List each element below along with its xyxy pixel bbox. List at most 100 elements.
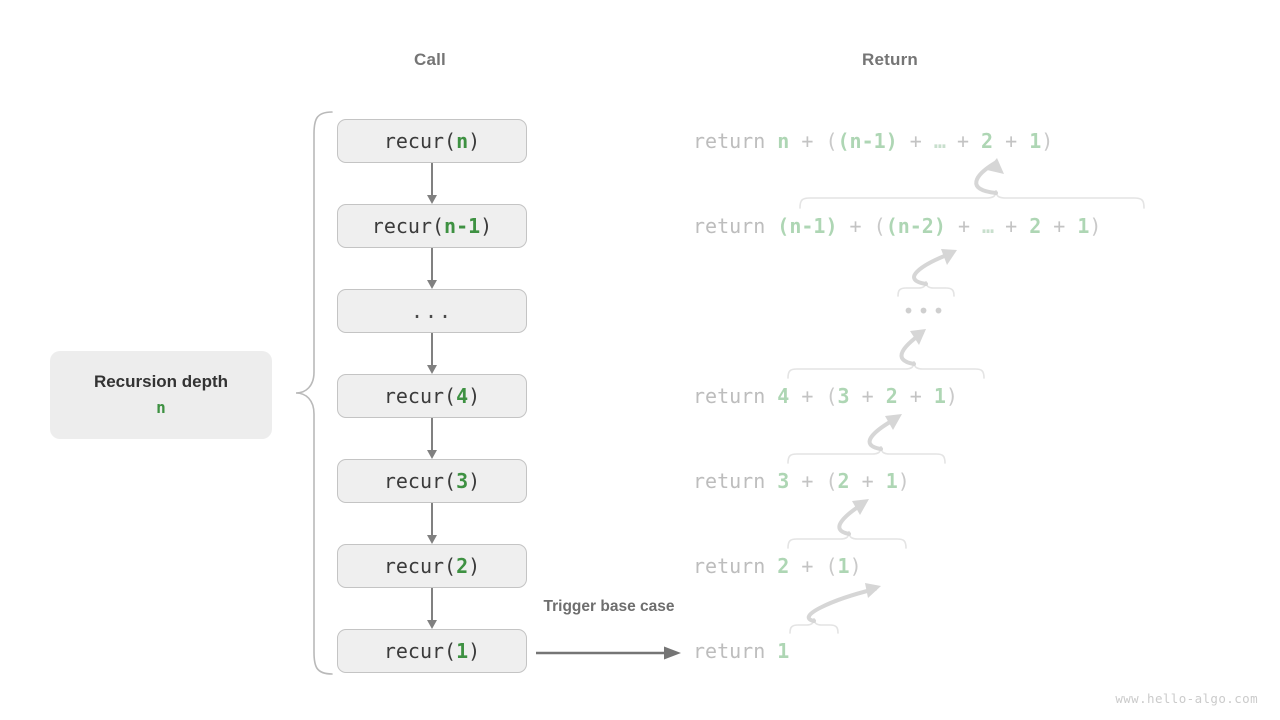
return-token-op: + <box>897 129 934 153</box>
return-token-op: + <box>993 129 1030 153</box>
column-header-return: Return <box>862 50 918 69</box>
return-token-op: + <box>944 129 982 153</box>
return-token-op: + <box>789 384 826 408</box>
return-token-val: 2 <box>981 129 994 153</box>
return-token-kw: return <box>693 214 778 238</box>
return-token-val: 3 <box>777 469 790 493</box>
call-arg: 4 <box>456 384 469 408</box>
arrow-head-icon <box>426 620 437 629</box>
unwind-group-n1 <box>799 158 1145 209</box>
return-token-par: ( <box>825 129 838 153</box>
return-token-op: + <box>945 214 983 238</box>
return-ellipsis: ••• <box>902 299 948 323</box>
call-arg: n-1 <box>444 214 481 238</box>
call-arg: 3 <box>456 469 469 493</box>
return-token-val: 4 <box>777 384 790 408</box>
trigger-base-case-label: Trigger base case <box>543 598 675 615</box>
arrow-shaft <box>430 333 434 366</box>
recursion-depth-value: n <box>156 398 166 418</box>
return-token-op: + <box>993 214 1030 238</box>
arrow-shaft <box>430 418 434 451</box>
watermark: www.hello-algo.com <box>1115 691 1258 706</box>
return-token-par: ) <box>897 469 910 493</box>
call-paren-close: ) <box>468 384 481 408</box>
return-token-val: 1 <box>837 554 850 578</box>
call-box-recur-n: recur(n) <box>337 119 527 163</box>
return-token-kw: return <box>693 554 778 578</box>
return-token-par: ) <box>945 384 958 408</box>
return-token-val: 1 <box>885 469 898 493</box>
call-paren-close: ) <box>468 554 481 578</box>
return-line-return-4: return 4 + (3 + 2 + 1) <box>693 386 958 406</box>
call-fn-name: recur( <box>383 469 457 493</box>
call-arg: 1 <box>456 639 469 663</box>
call-fn-name: recur( <box>383 554 457 578</box>
call-arrow-0 <box>426 163 437 204</box>
call-box-ellipsis-text: ... <box>410 299 454 323</box>
unwind-group-ellipsis <box>897 249 957 297</box>
arrow-head-icon <box>426 365 437 374</box>
column-header-call: Call <box>414 50 446 69</box>
call-arrow-2 <box>426 333 437 374</box>
arrow-head-icon <box>426 535 437 544</box>
return-token-op: + <box>789 469 826 493</box>
return-token-op: + <box>897 384 934 408</box>
return-line-return-3: return 3 + (2 + 1) <box>693 471 910 491</box>
return-token-kw: return <box>693 469 778 493</box>
return-token-val: (n-1) <box>777 214 838 238</box>
return-token-op: + <box>837 214 874 238</box>
return-token-val: 2 <box>777 554 790 578</box>
return-token-par: ( <box>873 214 886 238</box>
return-token-op: + <box>1041 214 1078 238</box>
return-token-val: 1 <box>1029 129 1042 153</box>
return-token-val: 3 <box>837 384 850 408</box>
call-fn-name: recur( <box>371 214 445 238</box>
return-token-val: 2 <box>885 384 898 408</box>
call-paren-close: ) <box>468 129 481 153</box>
return-token-val: (n-2) <box>885 214 946 238</box>
unwind-group-2 <box>787 499 907 549</box>
unwind-group-3 <box>787 414 946 464</box>
arrow-head-icon <box>426 195 437 204</box>
return-token-par: ) <box>1089 214 1102 238</box>
recursion-depth-label: Recursion depth n <box>50 351 272 439</box>
return-token-par: ( <box>825 469 838 493</box>
call-arrow-5 <box>426 588 437 629</box>
arrow-shaft <box>430 503 434 536</box>
arrow-shaft <box>430 163 434 196</box>
call-box-recur-2: recur(2) <box>337 544 527 588</box>
unwind-group-4 <box>787 329 985 379</box>
arrow-shaft <box>430 588 434 621</box>
call-arrow-3 <box>426 418 437 459</box>
return-token-val: 1 <box>777 639 790 663</box>
return-token-op: + <box>789 129 826 153</box>
return-token-val: 2 <box>837 469 850 493</box>
recursion-depth-brace-icon <box>295 111 333 675</box>
recursion-depth-title: Recursion depth <box>93 371 229 391</box>
return-token-dots: … <box>933 129 946 153</box>
return-token-dots: … <box>982 214 994 238</box>
arrow-head-icon <box>426 450 437 459</box>
call-arg: n <box>456 129 469 153</box>
return-token-op: + <box>849 469 886 493</box>
call-arrow-1 <box>426 248 437 289</box>
arrow-shaft <box>430 248 434 281</box>
return-token-par: ( <box>825 384 838 408</box>
call-paren-close: ) <box>468 639 481 663</box>
return-token-par: ) <box>849 554 862 578</box>
call-fn-name: recur( <box>383 384 457 408</box>
return-token-par: ) <box>1041 129 1054 153</box>
return-token-op: + <box>849 384 886 408</box>
return-token-kw: return <box>693 639 778 663</box>
call-arg: 2 <box>456 554 469 578</box>
return-token-val: 1 <box>933 384 946 408</box>
call-arrow-4 <box>426 503 437 544</box>
return-line-return-n: return n + ((n-1) + … + 2 + 1) <box>693 131 1053 151</box>
return-token-par: ( <box>825 554 838 578</box>
return-token-val: (n-1) <box>837 129 898 153</box>
return-token-kw: return <box>693 129 778 153</box>
base-case-arrow-icon <box>536 646 681 660</box>
call-box-recur-n1: recur(n-1) <box>337 204 527 248</box>
call-box-recur-4: recur(4) <box>337 374 527 418</box>
return-token-val: 2 <box>1029 214 1042 238</box>
